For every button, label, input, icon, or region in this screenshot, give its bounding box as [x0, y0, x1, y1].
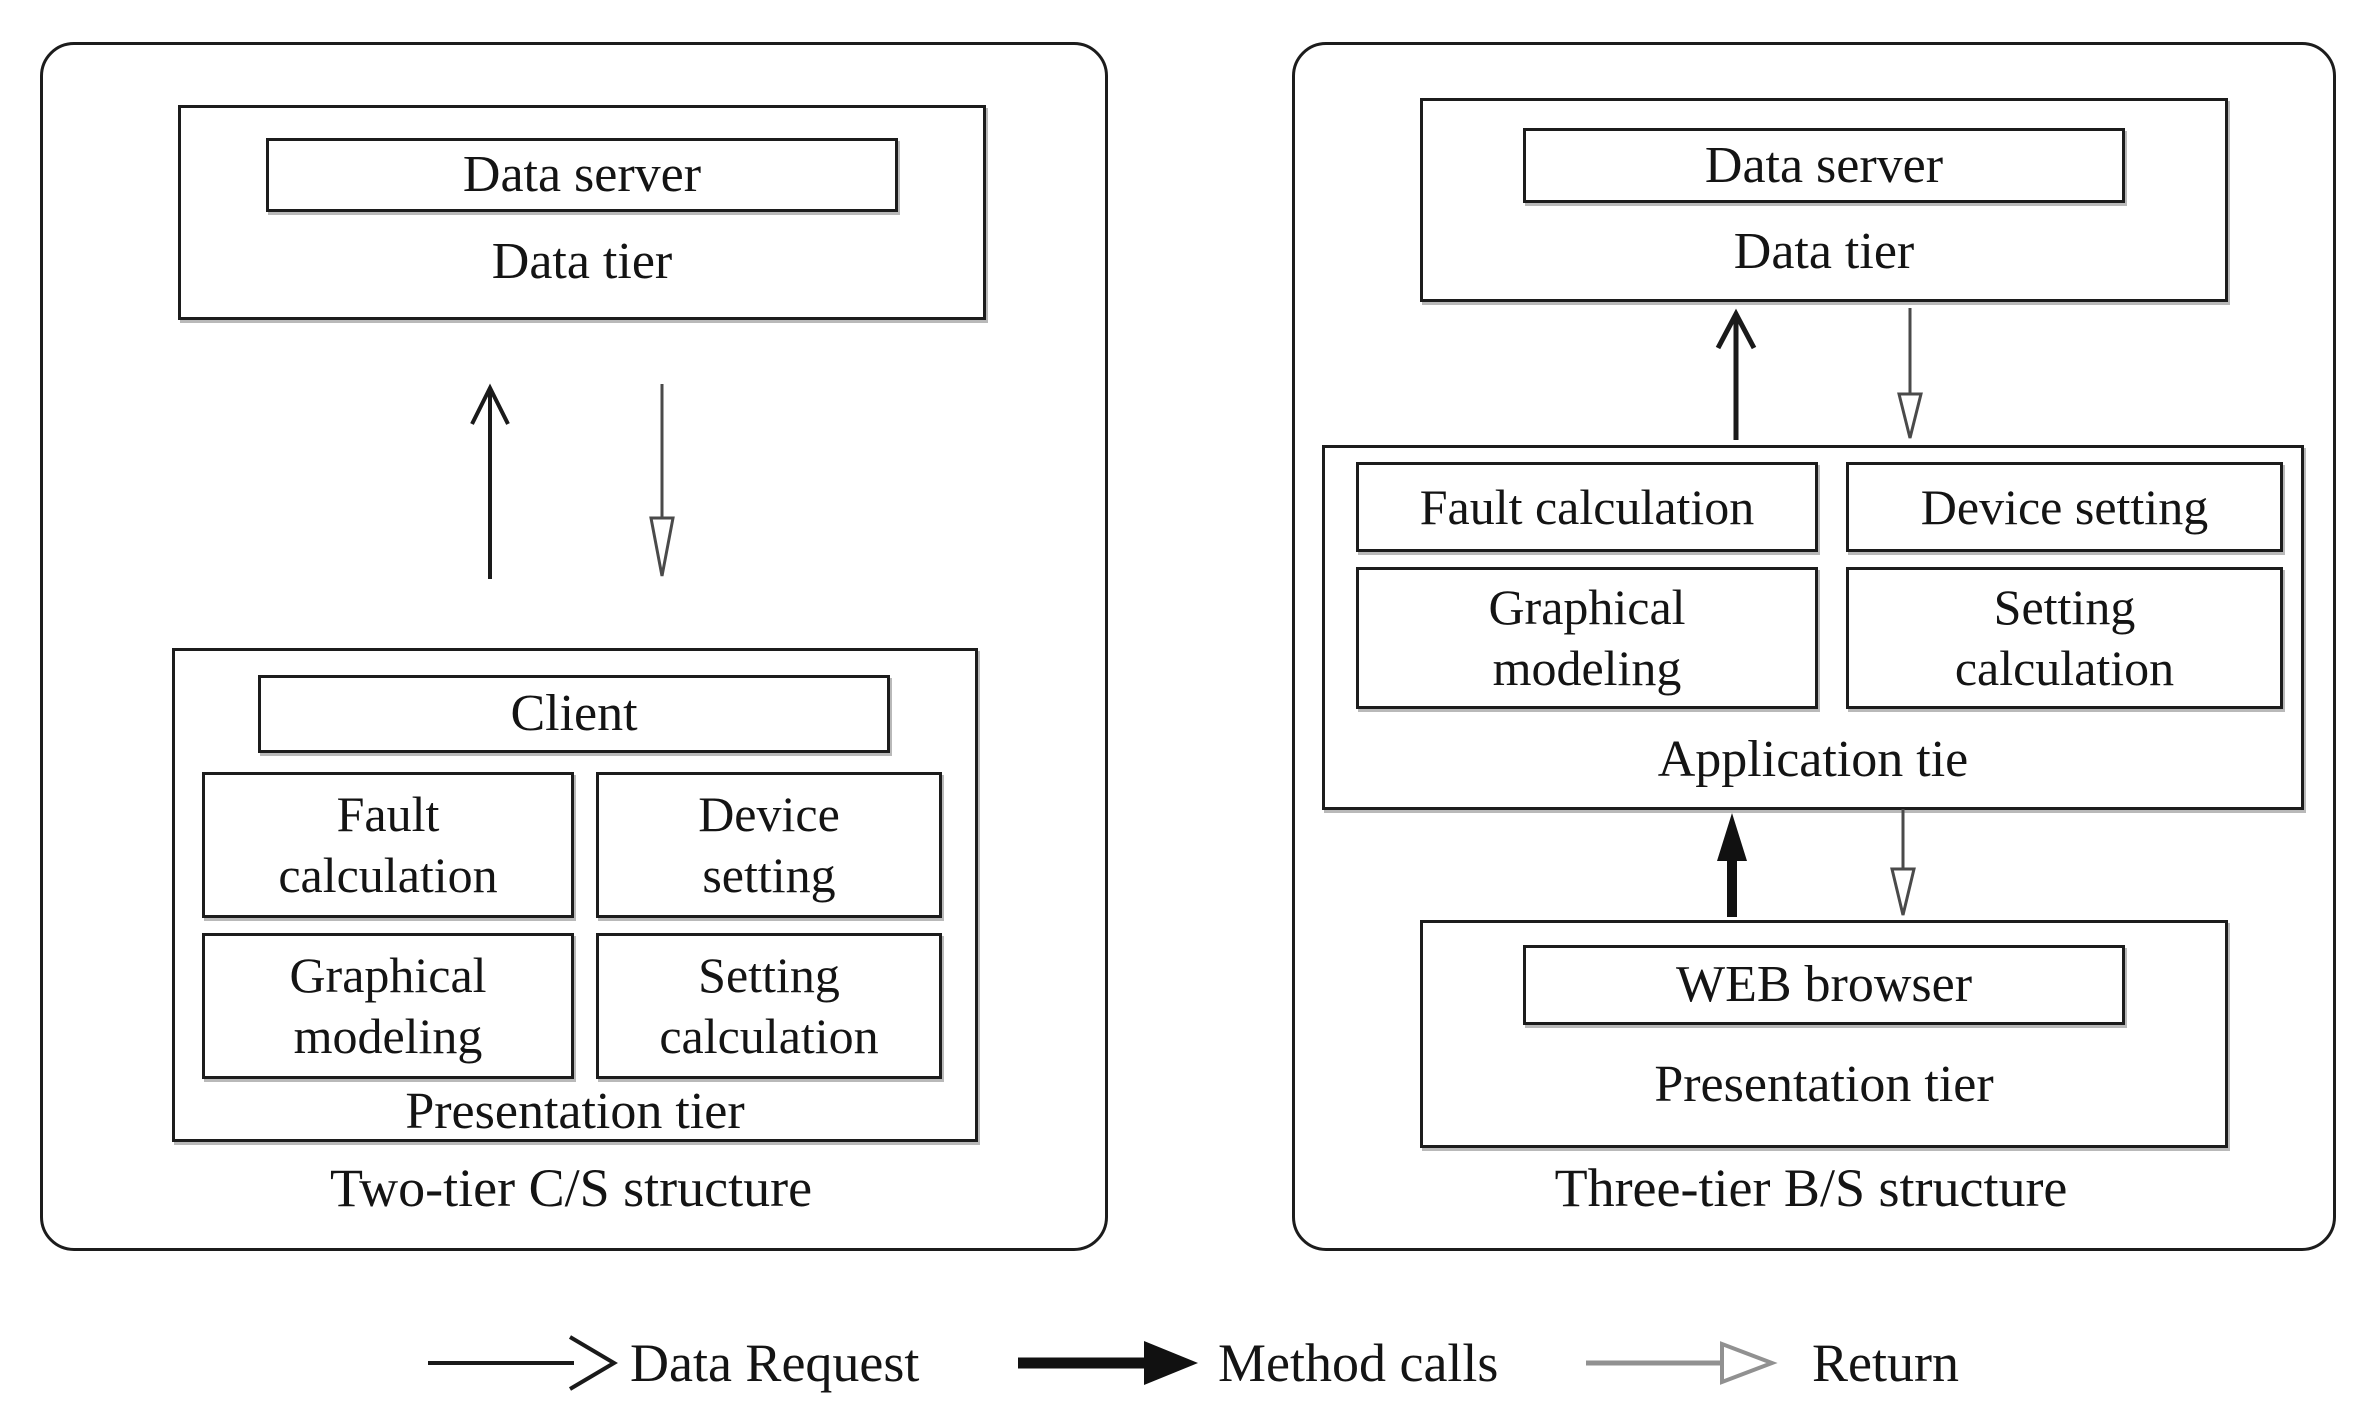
- cs-data-tier-label: Data tier: [491, 233, 673, 290]
- cs-module-graphical-modeling: Graphical modeling: [202, 933, 574, 1079]
- bs-module-label: Setting calculation: [1954, 579, 2175, 696]
- cs-data-server-box: Data server: [266, 138, 898, 212]
- cs-module-label: Setting calculation: [659, 947, 879, 1064]
- cs-return-arrow-down: [649, 384, 675, 577]
- cs-module-label: Fault calculation: [278, 786, 498, 903]
- cs-module-label: Device setting: [698, 786, 840, 903]
- bs-method-calls-arrow-up: [1717, 813, 1747, 917]
- cs-presentation-tier-label: Presentation tier: [405, 1083, 745, 1140]
- cs-module-fault-calculation: Fault calculation: [202, 772, 574, 918]
- bs-module-label: Device setting: [1920, 478, 2209, 535]
- bs-module-device-setting: Device setting: [1846, 462, 2283, 552]
- legend-label-method-calls: Method calls: [1218, 1333, 1499, 1393]
- bs-module-graphical-modeling: Graphical modeling: [1356, 567, 1818, 709]
- bs-module-label: Fault calculation: [1419, 478, 1755, 535]
- data-request-arrow-icon: [428, 1335, 618, 1391]
- bs-presentation-tier-label: Presentation tier: [1654, 1056, 1994, 1113]
- bs-data-tier-label: Data tier: [1733, 223, 1915, 280]
- bs-module-fault-calculation: Fault calculation: [1356, 462, 1818, 552]
- cs-module-label: Graphical modeling: [289, 947, 487, 1064]
- bs-data-server-label: Data server: [1704, 136, 1944, 194]
- cs-caption: Two-tier C/S structure: [329, 1158, 813, 1218]
- cs-data-server-label: Data server: [462, 146, 702, 204]
- legend-label-return: Return: [1812, 1333, 1959, 1393]
- cs-data-request-arrow-up: [470, 383, 510, 579]
- bs-data-request-arrow-up: [1715, 308, 1757, 440]
- bs-module-setting-calculation: Setting calculation: [1846, 567, 2283, 709]
- method-calls-arrow-icon: [1018, 1341, 1198, 1385]
- bs-application-tier-label: Application tie: [1657, 731, 1969, 788]
- cs-client-box: Client: [258, 675, 890, 753]
- return-arrow-icon: [1586, 1341, 1778, 1385]
- cs-module-device-setting: Device setting: [596, 772, 942, 918]
- legend-label-data-request: Data Request: [630, 1333, 920, 1393]
- bs-data-server-box: Data server: [1523, 128, 2125, 203]
- bs-module-label: Graphical modeling: [1488, 579, 1686, 696]
- bs-web-browser-label: WEB browser: [1675, 956, 1973, 1014]
- bs-return-arrow-down-top: [1897, 308, 1923, 439]
- bs-return-arrow-down-bottom: [1890, 809, 1916, 916]
- cs-module-setting-calculation: Setting calculation: [596, 933, 942, 1079]
- bs-caption: Three-tier B/S structure: [1554, 1158, 2068, 1218]
- bs-web-browser-box: WEB browser: [1523, 945, 2125, 1025]
- cs-client-label: Client: [510, 685, 638, 743]
